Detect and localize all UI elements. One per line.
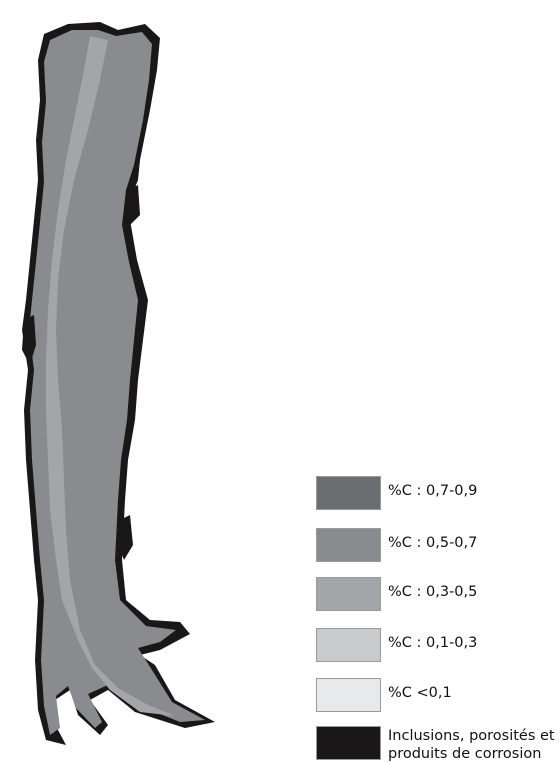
legend-label: %C : 0,3-0,5 (388, 584, 478, 600)
legend-label: %C : 0,7-0,9 (388, 483, 478, 499)
ferrite-pearlite-region (29, 30, 205, 735)
legend-swatch (316, 476, 381, 510)
legend-swatch (316, 628, 381, 662)
legend-swatch (316, 678, 381, 712)
legend-label: %C : 0,1-0,3 (388, 635, 478, 651)
legend-swatch (316, 577, 381, 611)
legend-swatch (316, 726, 381, 760)
legend-label-line: Inclusions, porosités et (388, 728, 555, 744)
corrosion-pocket (128, 185, 140, 225)
legend-swatch (316, 528, 381, 562)
legend-label: %C <0,1 (388, 685, 452, 701)
corrosion-pocket (22, 315, 36, 365)
legend-label: Inclusions, porosités et produits de cor… (388, 727, 558, 763)
legend-label-line: produits de corrosion (388, 746, 542, 762)
corrosion-pocket (118, 515, 133, 560)
legend-label: %C : 0,5-0,7 (388, 535, 478, 551)
